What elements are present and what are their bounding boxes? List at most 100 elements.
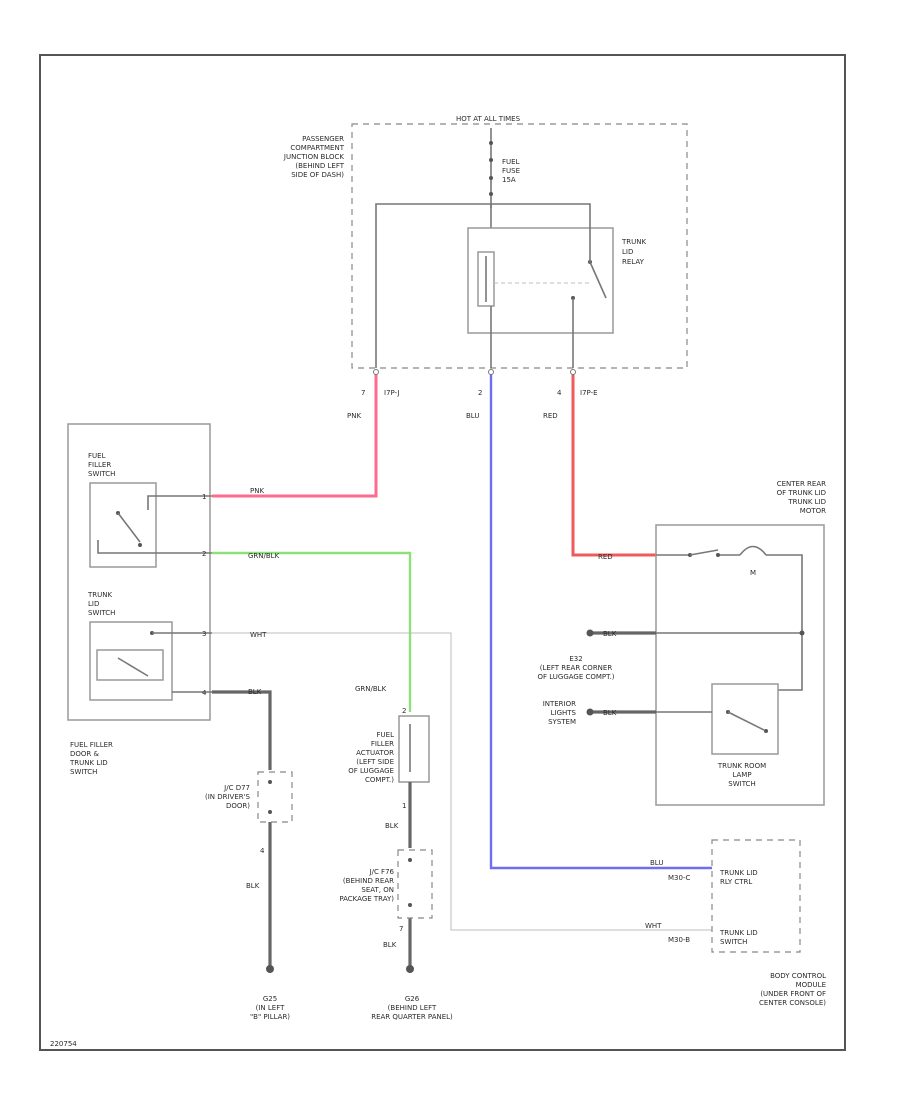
label-line: OF LUGGAGE	[348, 767, 394, 775]
diagram-frame	[39, 54, 846, 1051]
fuse-terminal-bottom	[489, 192, 493, 196]
label-line: SWITCH	[88, 609, 115, 617]
label-line: TRUNK	[621, 238, 646, 246]
label-line: J/C D77	[223, 784, 250, 792]
relay-contact-arm	[589, 261, 607, 299]
white-wire-label-bottom: WHT	[645, 922, 662, 930]
label-line: FUEL	[88, 452, 106, 460]
jc-mid-box	[397, 849, 433, 919]
green-wire-label-bottom: GRN/BLK	[355, 685, 387, 693]
conn-left-label: I7P-J	[384, 389, 400, 397]
left-ground-label-top: BLK	[248, 688, 262, 696]
interior-lights-wire-label: BLK	[603, 709, 617, 717]
label-line: OF LUGGAGE COMPT.)	[537, 673, 614, 681]
pin-2-label: 2	[478, 389, 482, 397]
label-line: COMPT.)	[365, 776, 394, 784]
label-line: LIGHTS	[551, 709, 577, 717]
white-wire-label-top: WHT	[250, 631, 267, 639]
fuel-filler-switch-box	[89, 482, 157, 568]
label-line: SWITCH	[728, 780, 755, 788]
fuel-door-switch-assembly	[67, 423, 211, 721]
label-line: FILLER	[88, 461, 111, 469]
label-line: COMPARTMENT	[290, 144, 344, 152]
label-line: FUEL	[502, 158, 520, 166]
label-line: BODY CONTROL	[770, 972, 826, 980]
label-line: J/C F76	[369, 868, 395, 876]
jc-left-terminal-b	[268, 810, 272, 814]
jc-mid-pin: 7	[399, 925, 403, 933]
label-line: LAMP	[732, 771, 751, 779]
conn-marker-red	[570, 369, 576, 375]
ground-g25-label: G25(IN LEFT"B" PILLAR)	[250, 995, 290, 1021]
label-line: REAR QUARTER PANEL)	[371, 1013, 453, 1021]
label-line: SYSTEM	[548, 718, 576, 726]
fuel-filler-actuator-box	[398, 715, 430, 783]
trunk-lid-switch-blade	[117, 657, 149, 677]
trunk-lid-switch-wiring	[152, 632, 212, 693]
label-line: FILLER	[371, 740, 394, 748]
label-line: MODULE	[796, 981, 826, 989]
fuel-filler-switch-blade	[117, 512, 141, 543]
motor-symbol	[739, 545, 767, 556]
ground-g25-dot	[266, 965, 274, 973]
label-line: FUSE	[502, 167, 520, 175]
motor-contact-blade	[689, 549, 719, 556]
fuel-filler-conn-2: 2	[202, 550, 206, 558]
label-line: G25	[263, 995, 277, 1003]
green-wire	[212, 551, 412, 712]
actuator-pin-1: 2	[402, 707, 406, 715]
jc-left-box	[257, 771, 293, 823]
fuel-filler-switch-wiring	[97, 495, 212, 554]
trunk-lid-switch-inner	[96, 649, 164, 681]
label-line: RLY CTRL	[720, 878, 752, 886]
label-line: CENTER REAR	[777, 480, 826, 488]
label-line: SEAT, ON	[361, 886, 394, 894]
label-line: PACKAGE TRAY)	[339, 895, 394, 903]
label-line: CENTER CONSOLE)	[759, 999, 826, 1007]
label-line: (IN LEFT	[256, 1004, 285, 1012]
label-line: E32	[569, 655, 582, 663]
jc-left-pin: 4	[260, 847, 265, 855]
fuel-filler-conn-1: 1	[202, 493, 206, 501]
trunk-lid-motor-assembly	[655, 524, 825, 806]
label-line: TRUNK LID	[719, 869, 758, 877]
e32-ground-dot	[586, 629, 594, 637]
fuse-terminal-mid	[489, 158, 493, 162]
trunk-room-switch-blade	[727, 711, 765, 731]
label-line: 15A	[502, 176, 516, 184]
red-wire	[571, 372, 656, 557]
fuse-terminal-low	[489, 176, 493, 180]
interior-lights-dot	[586, 708, 594, 716]
pin-7-label: 7	[361, 389, 365, 397]
mid-ground-label: BLK	[383, 941, 397, 949]
left-ground-wire	[212, 690, 272, 968]
conn-marker-pink	[373, 369, 379, 375]
label-line: TRUNK ROOM	[717, 762, 766, 770]
motor-circuit	[656, 554, 803, 691]
label-line: PASSENGER	[302, 135, 344, 143]
label-line: (BEHIND LEFT	[295, 162, 344, 170]
red-wire-label-top: RED	[543, 412, 558, 420]
label-line: SWITCH	[720, 938, 747, 946]
label-line: (UNDER FRONT OF	[760, 990, 826, 998]
footer-code: 220754	[50, 1040, 77, 1048]
conn-right-label: I7P-E	[580, 389, 598, 397]
bcm-pin-switch: M30-B	[668, 936, 690, 944]
trunk-lid-conn-3: 3	[202, 630, 206, 638]
label-line: DOOR)	[226, 802, 250, 810]
fuse-distribution-bus	[375, 203, 591, 368]
green-wire-label-top: GRN/BLK	[248, 552, 280, 560]
trunk-lid-switch-box	[89, 621, 173, 701]
fuel-filler-switch-contact-b	[138, 543, 142, 547]
bcm-pin-ctrl: M30-C	[668, 874, 690, 882]
label-line: (BEHIND LEFT	[388, 1004, 437, 1012]
